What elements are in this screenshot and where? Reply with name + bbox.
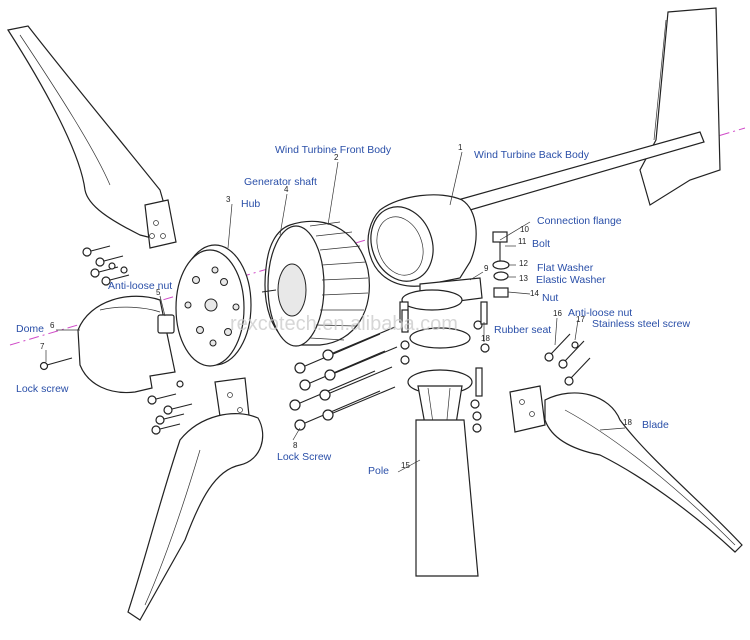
part-number-18: 18 xyxy=(623,418,632,427)
part-number-8: 8 xyxy=(293,441,298,450)
label-flat-washer: Flat Washer xyxy=(537,262,594,274)
part-number-12: 12 xyxy=(519,259,528,268)
label-elastic-washer: Elastic Washer xyxy=(536,274,606,286)
part-number-14: 14 xyxy=(530,289,539,298)
leader-lines xyxy=(45,151,626,473)
part-number-11: 11 xyxy=(518,237,527,246)
label-pole: Pole xyxy=(368,465,389,477)
label-hub: Hub xyxy=(241,198,260,210)
label-blade: Blade xyxy=(642,419,669,431)
bolt-group-16-17 xyxy=(544,333,591,386)
part-number-13: 13 xyxy=(519,274,528,283)
label-lock-screw-7: Lock screw xyxy=(16,383,69,395)
part-number-9: 9 xyxy=(484,264,489,273)
label-bolt: Bolt xyxy=(532,238,550,250)
part-number-7: 7 xyxy=(40,342,45,351)
watermark-text: rexcotech.en.alibaba.com xyxy=(230,313,458,335)
blade-bottom-left xyxy=(127,377,264,621)
label-anti-loose-nut-5: Anti-loose nut xyxy=(108,280,172,292)
lock-screw-bundle-8 xyxy=(289,326,398,431)
label-generator-shaft: Generator shaft xyxy=(244,176,317,188)
label-anti-loose-nut-16: Anti-loose nut xyxy=(568,307,632,319)
label-back-body: Wind Turbine Back Body xyxy=(474,149,590,161)
generator-front-body xyxy=(261,220,370,347)
label-connection-flange: Connection flange xyxy=(537,215,622,227)
lock-screw-7 xyxy=(39,357,73,371)
label-nut: Nut xyxy=(542,292,558,304)
part-number-18-rubber-seat: 18 xyxy=(481,334,490,343)
label-stainless-steel-screw: Stainless steel screw xyxy=(592,318,690,330)
part-number-17: 17 xyxy=(576,315,585,324)
label-lock-screw-8: Lock Screw xyxy=(277,451,332,463)
part-number-6: 6 xyxy=(50,321,55,330)
part-number-15: 15 xyxy=(401,461,410,470)
part-number-1: 1 xyxy=(458,143,463,152)
blade-bottom-right xyxy=(509,385,743,553)
part-number-3: 3 xyxy=(226,195,231,204)
label-rubber-seat: Rubber seat xyxy=(494,324,551,336)
part-number-16: 16 xyxy=(553,309,562,318)
hub-disc xyxy=(175,244,252,367)
part-number-10: 10 xyxy=(520,225,529,234)
tail-vane xyxy=(439,7,721,218)
label-dome: Dome xyxy=(16,323,44,335)
label-front-body: Wind Turbine Front Body xyxy=(275,144,392,156)
dome xyxy=(77,295,176,394)
part-number-5: 5 xyxy=(156,288,161,297)
anti-loose-nut-5 xyxy=(157,314,175,334)
bolt-group-bottom-left xyxy=(147,380,193,435)
bolt-stack-11-14 xyxy=(492,231,510,298)
part-number-4: 4 xyxy=(284,185,289,194)
blade-top-left xyxy=(7,25,177,249)
back-body xyxy=(367,194,483,307)
part-number-2: 2 xyxy=(334,153,339,162)
pole xyxy=(415,385,479,577)
bolt-group-top-left xyxy=(82,245,130,286)
